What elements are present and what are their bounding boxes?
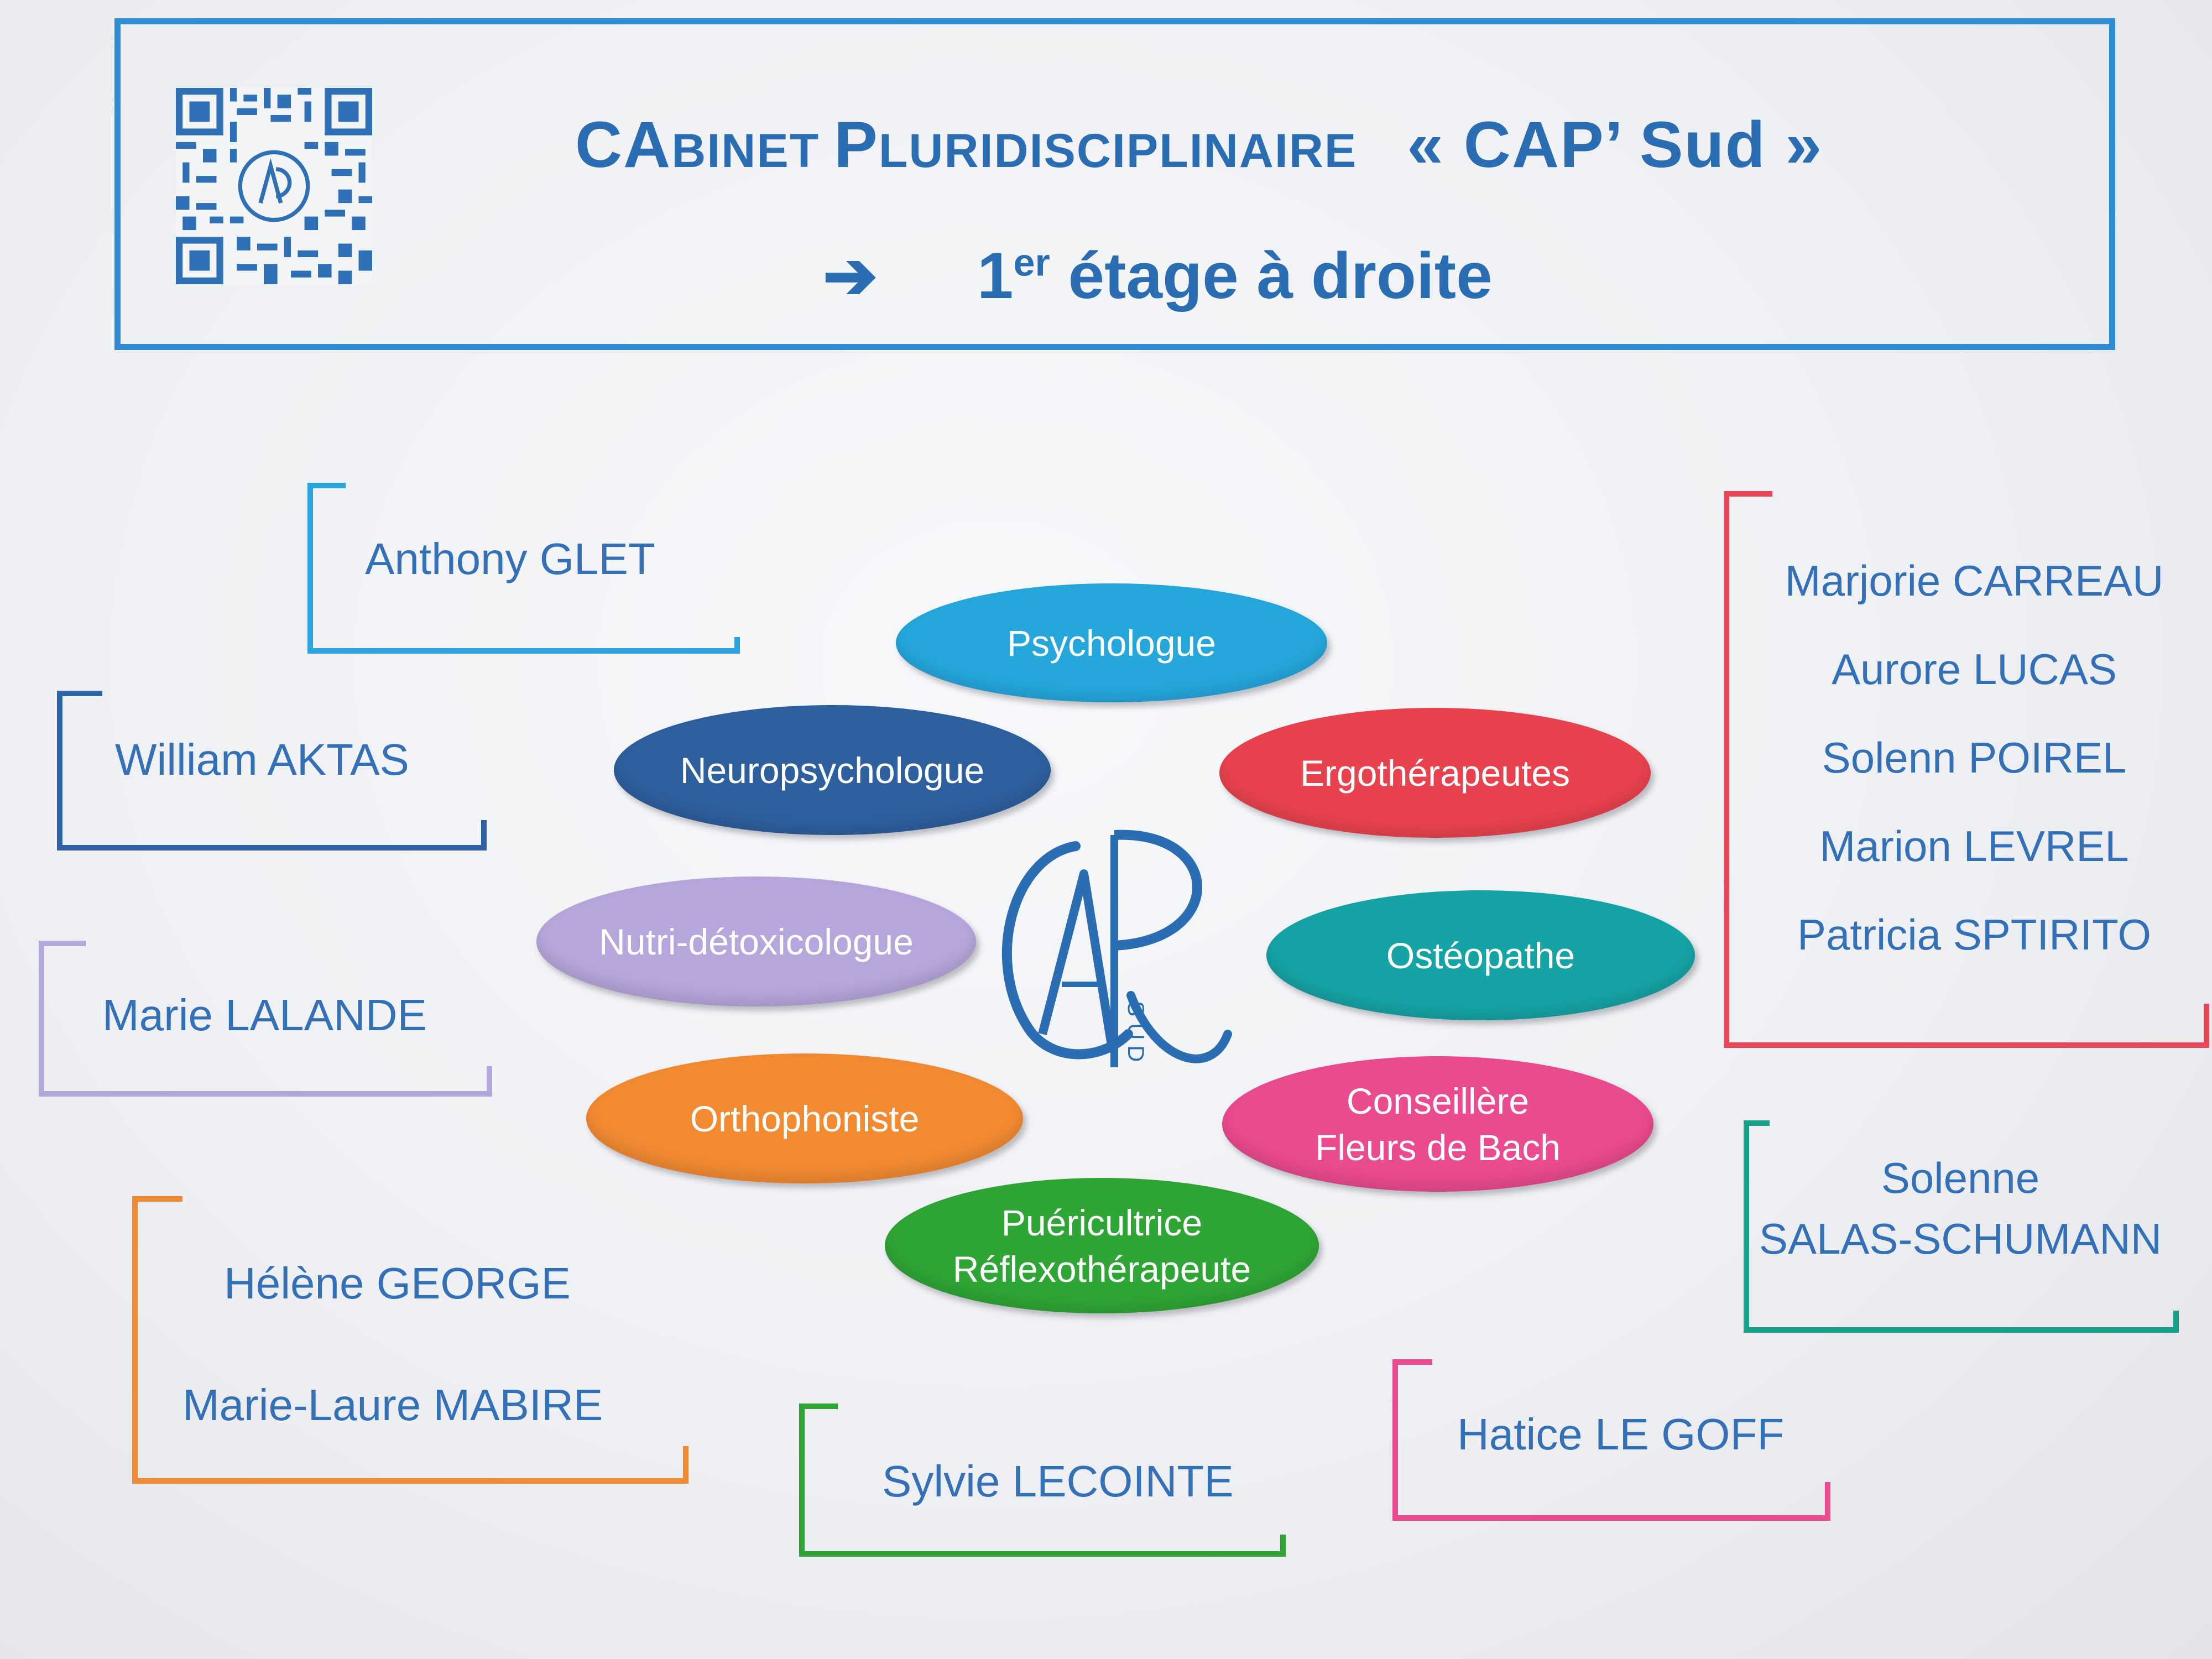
bracket-orthophoniste (132, 1196, 688, 1484)
floor-direction: ➔ 1er étage à droite (823, 237, 1763, 314)
practitioner-name: Hatice LE GOFF (1457, 1410, 1785, 1459)
practitioner-name: Aurore LUCAS (1832, 645, 2117, 693)
bracket-ergotherapeutes (1724, 491, 2209, 1048)
practitioner-name: Hélène GEORGE (224, 1259, 571, 1308)
page-title: CABINET PLURIDISCIPLINAIRE « CAP’ Sud » (508, 107, 1890, 182)
practitioner-name: Sylvie LECOINTE (882, 1457, 1234, 1506)
title-part: P (834, 108, 879, 181)
specialty-label: Ostéopathe (1386, 935, 1575, 976)
cap-sud-logo-icon: S U D (1002, 830, 1232, 1067)
specialty-nutri-detoxicologue[interactable]: Nutri-détoxicologue (536, 877, 976, 1006)
specialty-neuropsychologue[interactable]: Neuropsychologue (614, 705, 1051, 835)
svg-text:S: S (1123, 1001, 1149, 1016)
title-part: BINET (671, 124, 834, 178)
specialty-ergotherapeutes[interactable]: Ergothérapeutes (1219, 708, 1651, 838)
bracket-nutri (39, 941, 492, 1097)
arrow-right-icon: ➔ (823, 239, 878, 312)
title-part: CA (575, 108, 672, 181)
practitioner-name: Marjorie CARREAU (1785, 556, 2164, 605)
bracket-osteopathe (1744, 1120, 2179, 1333)
specialty-psychologue[interactable]: Psychologue (896, 583, 1327, 702)
specialty-label-line2: Fleurs de Bach (1315, 1126, 1561, 1168)
practitioner-list: Marjorie CARREAU Aurore LUCAS Solenn POI… (1770, 536, 2179, 979)
practitioner-list: Solenne SALAS-SCHUMANN (1759, 1120, 2162, 1269)
specialty-label-line1: Conseillère (1346, 1080, 1530, 1121)
specialty-label: Neuropsychologue (680, 749, 985, 791)
specialty-osteopathe[interactable]: Ostéopathe (1266, 890, 1695, 1020)
bracket-puericultrice (799, 1404, 1286, 1557)
practitioner-name: Solenn POIREL (1822, 733, 2127, 782)
practitioner-name: SALAS-SCHUMANN (1759, 1214, 2162, 1263)
floor-number: 1 (977, 239, 1014, 312)
bracket-conseillere (1392, 1359, 1830, 1521)
practitioner-name: William AKTAS (115, 735, 409, 784)
specialty-label: Psychologue (1007, 622, 1216, 664)
practitioner-name: Solenne (1881, 1154, 2040, 1202)
title-name: « CAP’ Sud » (1407, 108, 1823, 181)
title-part: LURIDISCIPLINAIRE (878, 124, 1358, 178)
specialty-orthophoniste[interactable]: Orthophoniste (586, 1053, 1023, 1183)
practitioner-name: Marie LALANDE (102, 990, 427, 1040)
bracket-neuropsychologue (57, 691, 487, 851)
specialty-label-line1: Puéricultrice (1001, 1202, 1203, 1243)
qr-code-icon[interactable] (176, 88, 372, 284)
svg-text:D: D (1123, 1045, 1149, 1062)
practitioner-name: Marie-Laure MABIRE (182, 1380, 603, 1430)
floor-text: étage à droite (1050, 239, 1493, 312)
specialty-label: Nutri-détoxicologue (599, 921, 914, 962)
specialty-label-line2: Réflexothérapeute (952, 1248, 1251, 1290)
floor-suffix: er (1013, 241, 1050, 284)
specialty-label: Orthophoniste (690, 1098, 920, 1139)
specialty-label: Ergothérapeutes (1300, 752, 1570, 794)
svg-text:U: U (1123, 1023, 1149, 1040)
header-frame: CABINET PLURIDISCIPLINAIRE « CAP’ Sud » ➔… (114, 18, 2115, 350)
practitioner-name: Patricia SPTIRITO (1797, 910, 2152, 959)
practitioner-name: Anthony GLET (365, 534, 655, 583)
practitioner-name: Marion LEVREL (1819, 822, 2129, 870)
bracket-psychologue (307, 483, 740, 654)
